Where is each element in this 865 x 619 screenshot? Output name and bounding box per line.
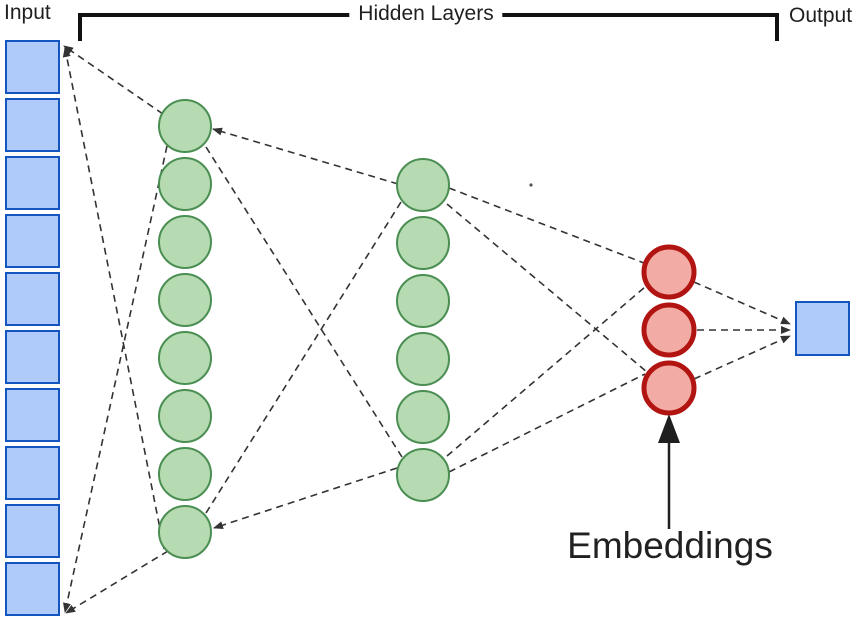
input-node-2	[5, 98, 60, 152]
input-node-5	[5, 272, 60, 326]
connector-line	[65, 550, 169, 614]
hidden1-node-6	[158, 389, 212, 443]
connector-line	[212, 127, 399, 185]
hidden2-node-2	[396, 216, 450, 270]
connector-line	[448, 187, 645, 264]
connector-line	[205, 146, 403, 458]
stray-mark	[529, 183, 533, 187]
hidden1-node-2	[158, 157, 212, 211]
connector-line	[63, 145, 168, 613]
connector-line	[63, 45, 164, 115]
connector-line	[448, 373, 646, 473]
connector-line	[693, 281, 791, 325]
connector-line	[213, 467, 398, 529]
input-node-6	[5, 330, 60, 384]
input-node-8	[5, 446, 60, 500]
connector-line	[446, 286, 646, 457]
hidden2-node-3	[396, 274, 450, 328]
hidden2-node-5	[396, 390, 450, 444]
hidden2-node-1	[396, 158, 450, 212]
input-node-3	[5, 156, 60, 210]
embedding-node-2	[641, 302, 697, 358]
hidden1-node-7	[158, 447, 212, 501]
output-node	[795, 301, 850, 356]
hidden1-node-1	[158, 99, 212, 153]
hidden-layers-label: Hidden Layers	[349, 2, 503, 26]
connector-line	[62, 47, 165, 550]
input-node-4	[5, 214, 60, 268]
embedding-node-1	[641, 244, 697, 300]
embeddings-label: Embeddings	[567, 525, 773, 566]
connector-line	[446, 203, 648, 373]
connector-line	[205, 201, 402, 514]
hidden1-node-5	[158, 331, 212, 385]
input-node-7	[5, 388, 60, 442]
embedding-node-3	[641, 360, 697, 416]
hidden1-node-4	[158, 273, 212, 327]
hidden1-node-8	[158, 505, 212, 559]
input-layer-label: Input	[4, 1, 51, 24]
embeddings-arrowhead-icon	[658, 414, 680, 443]
hidden1-node-3	[158, 215, 212, 269]
input-node-10	[5, 562, 60, 616]
input-node-9	[5, 504, 60, 558]
hidden2-node-6	[396, 448, 450, 502]
hidden2-node-4	[396, 332, 450, 386]
input-node-1	[5, 40, 60, 94]
output-layer-label: Output	[789, 4, 853, 27]
connector-line	[693, 335, 791, 380]
